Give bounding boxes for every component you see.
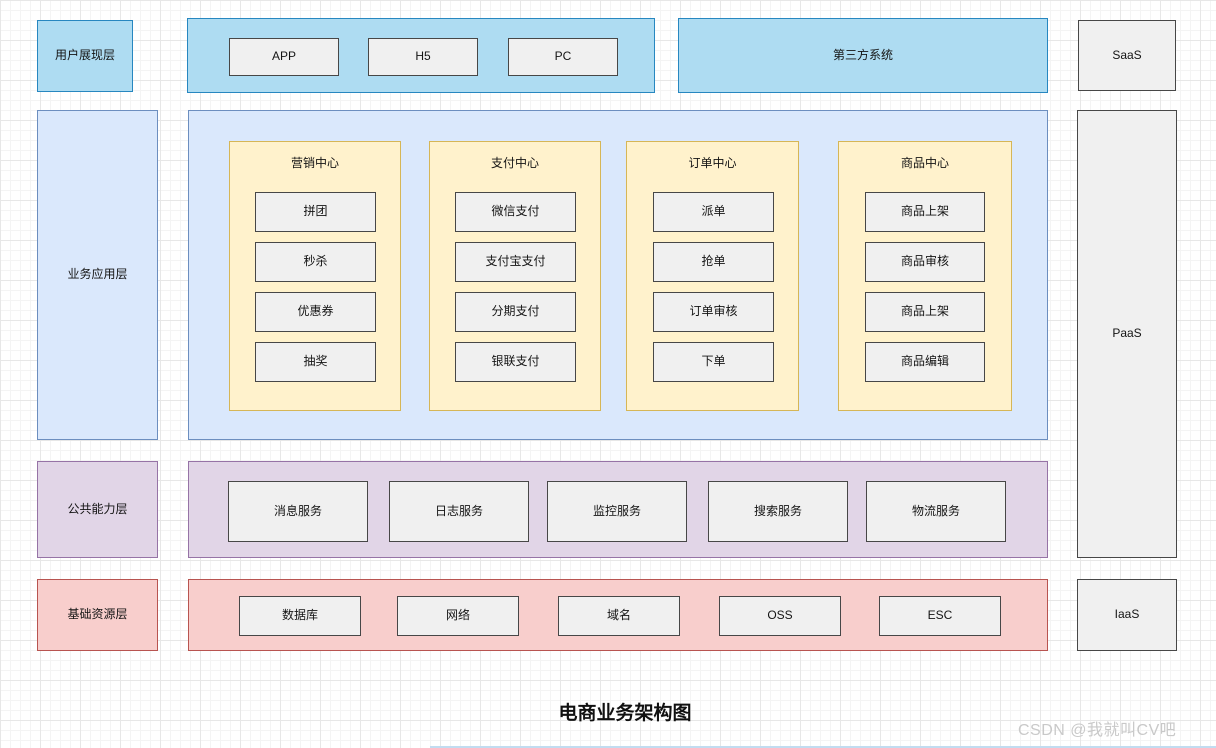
client-node-app: APP bbox=[229, 38, 339, 76]
node-logistics-service: 物流服务 bbox=[866, 481, 1006, 542]
iaas-box: IaaS bbox=[1077, 579, 1177, 651]
layer-label-business: 业务应用层 bbox=[37, 110, 158, 440]
node-product-listing-2: 商品上架 bbox=[865, 292, 985, 332]
node-network: 网络 bbox=[397, 596, 519, 636]
node-place-order: 下单 bbox=[653, 342, 774, 382]
csdn-watermark: CSDN @我就叫CV吧 bbox=[1018, 722, 1177, 739]
node-group-buy: 拼团 bbox=[255, 192, 376, 232]
common-container: 消息服务 日志服务 监控服务 搜索服务 物流服务 bbox=[188, 461, 1048, 558]
third-party-system-box: 第三方系统 bbox=[678, 18, 1048, 93]
node-product-listing: 商品上架 bbox=[865, 192, 985, 232]
layer-label-presentation: 用户展现层 bbox=[37, 20, 133, 92]
node-grab-order: 抢单 bbox=[653, 242, 774, 282]
node-product-edit: 商品编辑 bbox=[865, 342, 985, 382]
node-alipay: 支付宝支付 bbox=[455, 242, 576, 282]
node-product-review: 商品审核 bbox=[865, 242, 985, 282]
center-title: 订单中心 bbox=[688, 156, 737, 170]
business-container: 营销中心 拼团 秒杀 优惠券 抽奖 支付中心 微信支付 支付宝支付 分期支付 银… bbox=[188, 110, 1048, 440]
center-product: 商品中心 商品上架 商品审核 商品上架 商品编辑 bbox=[838, 141, 1012, 411]
node-installment-pay: 分期支付 bbox=[455, 292, 576, 332]
paas-box: PaaS bbox=[1077, 110, 1177, 558]
node-coupon: 优惠券 bbox=[255, 292, 376, 332]
node-message-service: 消息服务 bbox=[228, 481, 368, 542]
node-lottery: 抽奖 bbox=[255, 342, 376, 382]
layer-label-infrastructure: 基础资源层 bbox=[37, 579, 158, 651]
center-title: 商品中心 bbox=[900, 156, 949, 170]
node-search-service: 搜索服务 bbox=[708, 481, 848, 542]
node-oss: OSS bbox=[719, 596, 841, 636]
node-dispatch-order: 派单 bbox=[653, 192, 774, 232]
bottom-edge-line bbox=[430, 746, 1216, 748]
client-node-h5: H5 bbox=[368, 38, 478, 76]
center-marketing: 营销中心 拼团 秒杀 优惠券 抽奖 bbox=[229, 141, 401, 411]
node-monitor-service: 监控服务 bbox=[547, 481, 687, 542]
center-title: 营销中心 bbox=[290, 156, 339, 170]
saas-box: SaaS bbox=[1078, 20, 1176, 91]
infrastructure-container: 数据库 网络 域名 OSS ESC bbox=[188, 579, 1048, 651]
node-unionpay: 银联支付 bbox=[455, 342, 576, 382]
node-wechat-pay: 微信支付 bbox=[455, 192, 576, 232]
node-domain: 域名 bbox=[558, 596, 680, 636]
node-flash-sale: 秒杀 bbox=[255, 242, 376, 282]
center-order: 订单中心 派单 抢单 订单审核 下单 bbox=[626, 141, 799, 411]
client-node-pc: PC bbox=[508, 38, 618, 76]
node-order-review: 订单审核 bbox=[653, 292, 774, 332]
diagram-title: 电商业务架构图 bbox=[558, 703, 692, 724]
node-log-service: 日志服务 bbox=[389, 481, 529, 542]
clients-container: APP H5 PC bbox=[187, 18, 655, 93]
node-database: 数据库 bbox=[239, 596, 361, 636]
center-title: 支付中心 bbox=[490, 156, 539, 170]
layer-label-common: 公共能力层 bbox=[37, 461, 158, 558]
node-esc: ESC bbox=[879, 596, 1001, 636]
center-payment: 支付中心 微信支付 支付宝支付 分期支付 银联支付 bbox=[429, 141, 601, 411]
